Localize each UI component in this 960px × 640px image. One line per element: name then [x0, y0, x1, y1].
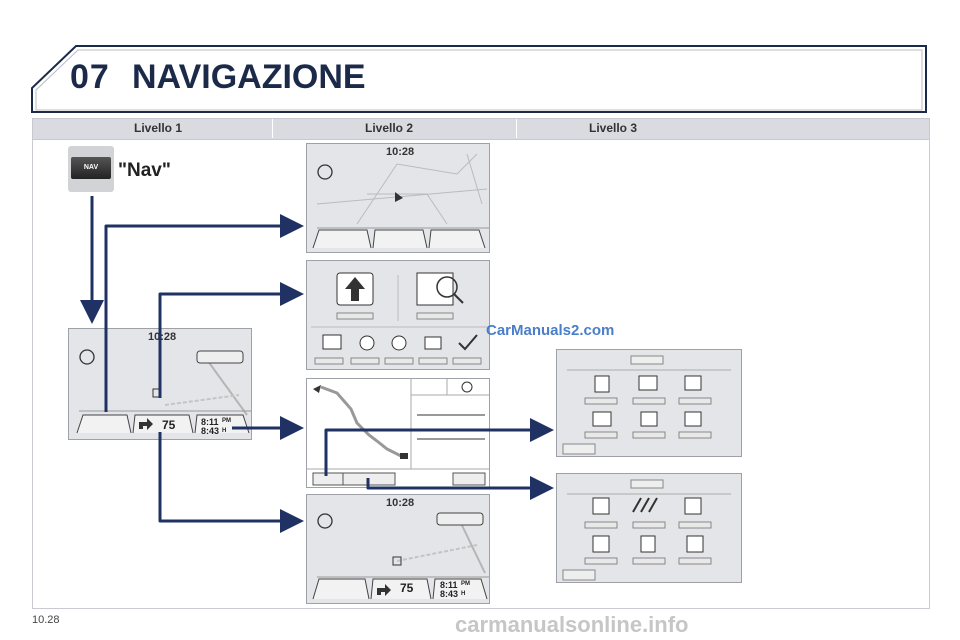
level2-map-graphic	[312, 153, 489, 249]
map-settings-icon	[684, 375, 702, 391]
level-separator	[272, 119, 273, 138]
page-number: 10.28	[32, 614, 60, 626]
level-3-label: Livello 3	[589, 121, 638, 135]
level1-arrival-suffix: PM	[222, 418, 231, 424]
ab-icon	[322, 334, 342, 350]
roadwork-icon	[632, 497, 658, 513]
compass-icon	[317, 513, 333, 529]
level-2-label: Livello 2	[365, 121, 414, 135]
level2-distance: 75	[400, 581, 414, 595]
level3-options-screen-a	[556, 349, 742, 457]
level1-distance: 75	[162, 418, 176, 432]
level3-options-graphic-a	[562, 355, 731, 455]
level3-options-screen-b	[556, 473, 742, 583]
level2-guidance-clock: 10:28	[386, 497, 415, 509]
watermark-text: CarManuals2.com	[486, 322, 615, 339]
level-header-bar	[32, 118, 930, 140]
level-separator	[516, 119, 517, 138]
nav-label: "Nav"	[118, 160, 171, 181]
arrow-to-menu-screen	[158, 282, 304, 398]
level3-options-graphic-b	[562, 479, 731, 581]
compass-settings-icon	[391, 335, 407, 351]
poi-icon	[424, 336, 442, 350]
arrow-to-options-b	[366, 476, 554, 500]
checkered-flag-icon	[592, 535, 610, 553]
level2-guidance-graphic	[312, 512, 489, 600]
arrow-to-options-a	[324, 418, 554, 476]
arrow-to-guidance-screen	[158, 432, 304, 533]
settings-icon	[359, 335, 375, 351]
level1-duration: 8:43	[201, 426, 220, 436]
level1-clock: 10:28	[148, 331, 177, 343]
list-icon	[594, 375, 610, 393]
chapter-number: 07	[70, 58, 110, 96]
level2-menu-screen	[306, 260, 490, 370]
level2-arrival-time: 8:11	[440, 580, 458, 590]
turn-right-icon	[377, 584, 391, 596]
clock-icon	[461, 381, 473, 393]
map-zoom-icon	[638, 375, 658, 391]
level2-arrival-suffix: PM	[461, 581, 470, 587]
position-arrow-icon	[395, 192, 403, 202]
level2-duration: 8:43	[440, 589, 459, 599]
start-icon	[313, 385, 321, 393]
detour-icon	[684, 497, 702, 515]
list-icon	[640, 535, 656, 553]
route-time-icon	[686, 535, 704, 553]
level1-map-graphic	[76, 349, 251, 434]
check-icon	[458, 334, 478, 351]
compass-icon	[317, 164, 333, 180]
nav-button[interactable]: NAV	[71, 157, 111, 179]
header-tab-frame	[31, 45, 927, 113]
up-arrow-icon	[592, 497, 610, 515]
content-frame	[32, 138, 930, 609]
info-icon	[592, 411, 612, 427]
vehicle-icon	[392, 556, 402, 566]
level2-map-screen	[306, 143, 490, 253]
page-title: NAVIGAZIONE	[132, 58, 366, 96]
level2-duration-suffix: H	[461, 591, 466, 597]
level1-arrival-time: 8:11	[201, 417, 219, 427]
compass-icon	[79, 349, 95, 365]
layout-icon	[640, 411, 658, 427]
level2-menu-graphic	[311, 272, 487, 365]
vehicle-settings-icon	[684, 411, 702, 427]
level-1-label: Livello 1	[134, 121, 183, 135]
up-arrow-icon	[345, 277, 365, 301]
turn-right-icon	[139, 418, 153, 430]
level1-duration-suffix: H	[222, 428, 227, 434]
finish-flag-icon	[400, 453, 408, 459]
map-search-icon	[416, 272, 454, 306]
footer-watermark: carmanualsonline.info	[455, 612, 689, 637]
level2-guidance-screen	[306, 494, 490, 604]
level2-map-clock: 10:28	[386, 146, 415, 158]
arrow-to-map-screen	[104, 214, 304, 412]
